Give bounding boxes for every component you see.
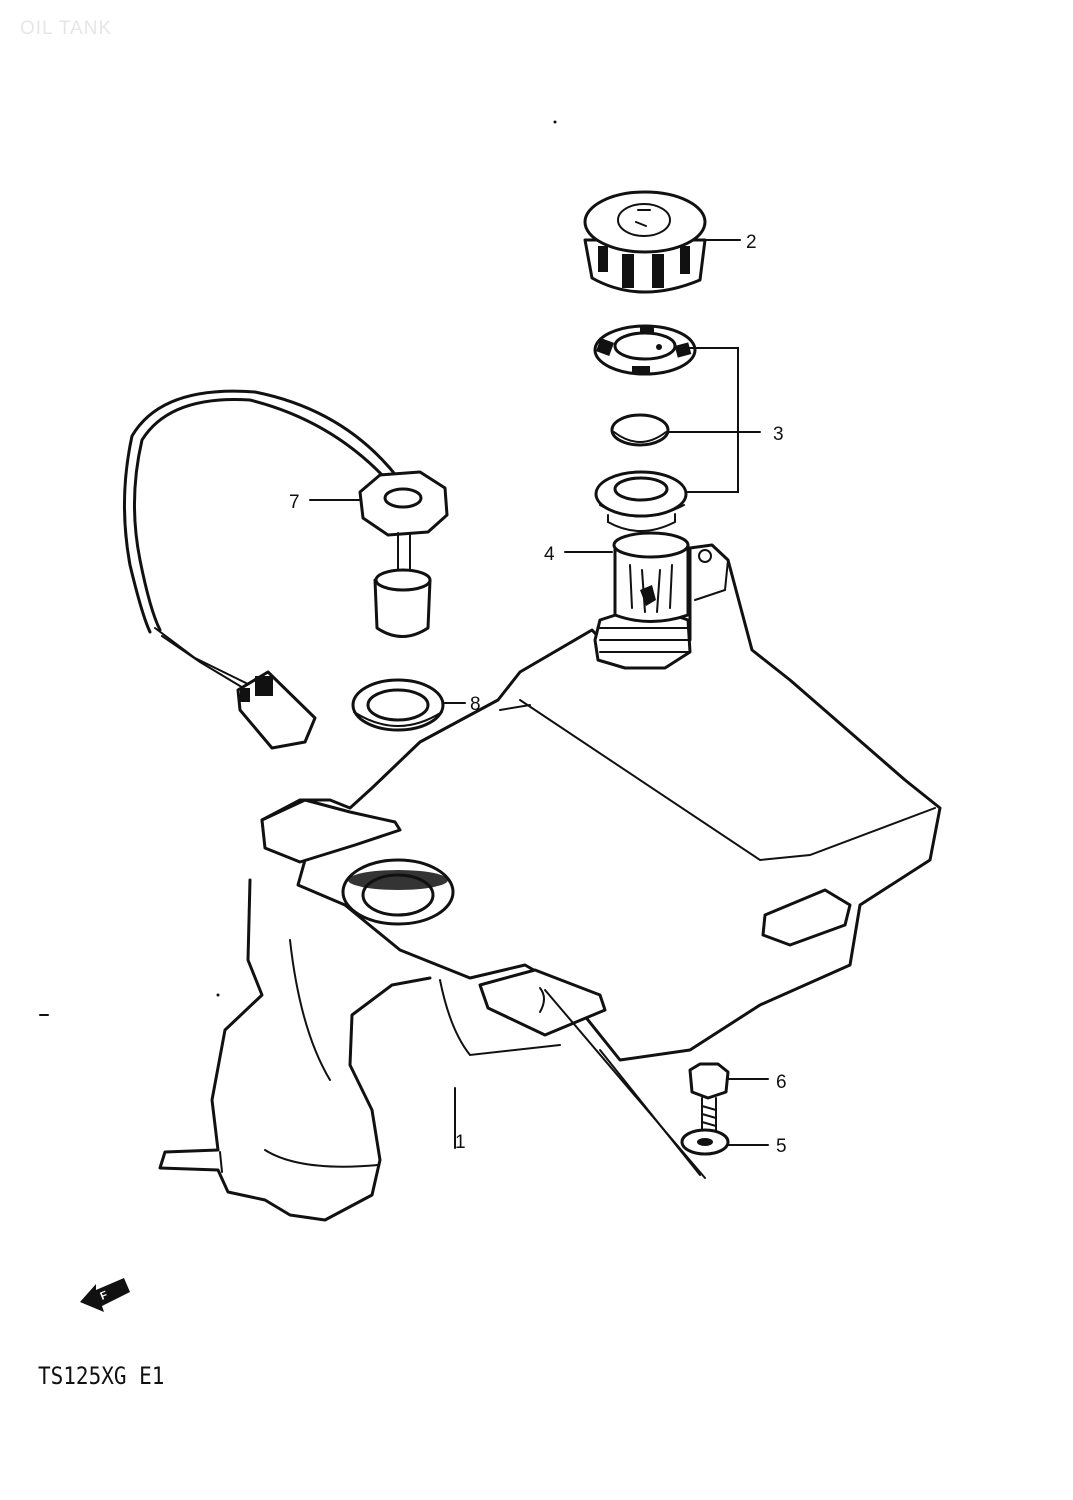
part-7-oil-level-gauge bbox=[123, 389, 449, 750]
callout-3: 3 bbox=[773, 424, 784, 445]
part-2-filler-cap bbox=[583, 190, 707, 294]
part-6-bolt bbox=[688, 1062, 730, 1133]
forward-arrow-icon: F bbox=[80, 1278, 130, 1312]
callout-5: 5 bbox=[776, 1136, 787, 1157]
part-3-gasket-set bbox=[593, 324, 697, 532]
part-4-filler-strainer bbox=[612, 531, 690, 623]
leader-3-bracket bbox=[685, 347, 739, 493]
part-8-gauge-gasket bbox=[351, 678, 445, 732]
callout-7: 7 bbox=[289, 492, 300, 513]
callout-6: 6 bbox=[776, 1072, 787, 1093]
part-1-oil-tank bbox=[158, 543, 942, 1222]
callout-2: 2 bbox=[746, 232, 757, 253]
part-5-washer bbox=[680, 1128, 730, 1156]
callout-1: 1 bbox=[455, 1132, 466, 1153]
watermark-title: OIL TANK bbox=[20, 18, 113, 39]
model-code-label: TS125XG E1 bbox=[38, 1362, 165, 1390]
callout-8: 8 bbox=[470, 694, 481, 715]
leader-lines bbox=[309, 239, 769, 1179]
forward-arrow-label: F bbox=[99, 1289, 110, 1303]
callout-4: 4 bbox=[544, 544, 555, 565]
